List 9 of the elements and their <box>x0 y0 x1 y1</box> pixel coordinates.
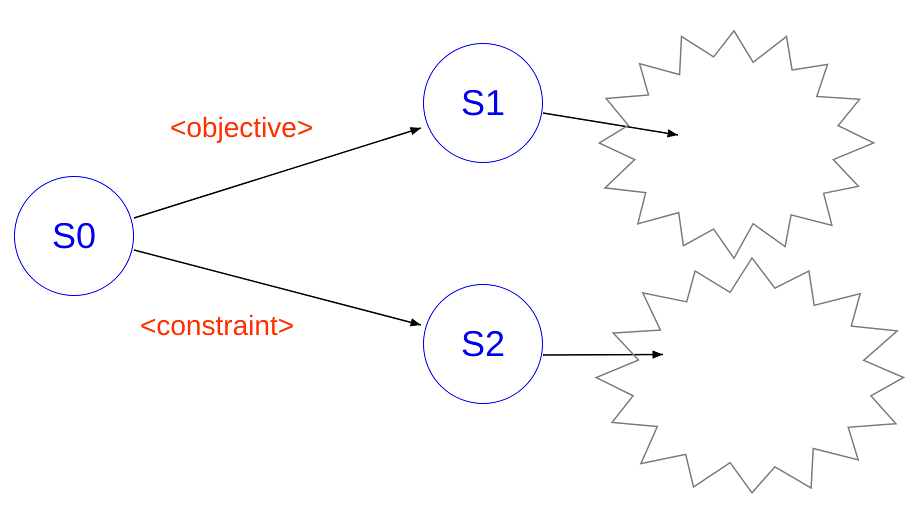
state-label: S1 <box>460 82 506 124</box>
state-label: S2 <box>460 323 506 365</box>
state-label: S0 <box>52 215 96 257</box>
arrow <box>542 112 678 138</box>
arrow <box>543 350 663 359</box>
arrow <box>134 127 422 219</box>
edge-label: <constraint> <box>140 310 294 342</box>
edge-label: <objective> <box>170 112 314 144</box>
arrow <box>134 249 422 326</box>
